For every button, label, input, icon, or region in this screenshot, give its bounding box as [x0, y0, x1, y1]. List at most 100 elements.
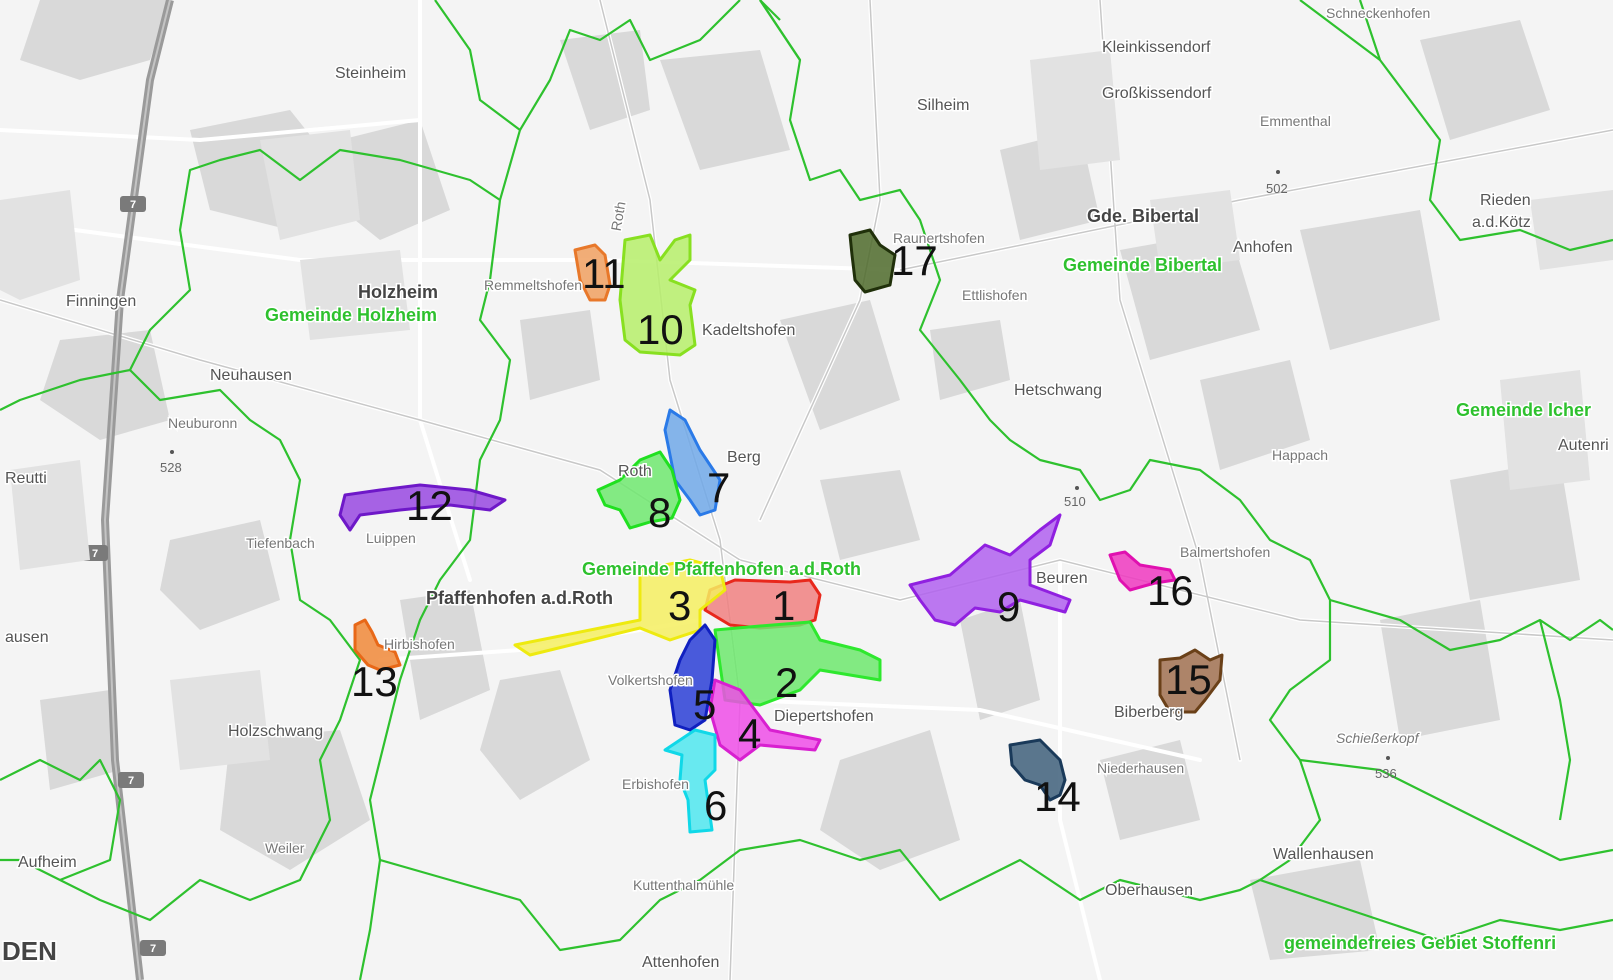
place-label: Attenhofen	[642, 954, 719, 971]
area-12-polygon[interactable]	[338, 483, 507, 532]
area-15-polygon[interactable]	[1158, 648, 1224, 714]
place-label: Rieden	[1480, 192, 1531, 209]
area-number-label: 5	[693, 681, 716, 728]
numbered-areas	[338, 228, 1224, 834]
place-label: Steinheim	[335, 65, 406, 82]
height-marker: 510	[1064, 486, 1086, 509]
place-label: Schneckenhofen	[1326, 5, 1430, 21]
height-marker: 536	[1375, 756, 1397, 781]
place-label: Weiler	[265, 840, 305, 856]
place-label: Schießerkopf	[1336, 730, 1421, 746]
area-number-label: 12	[406, 482, 453, 529]
settlement-areas	[0, 50, 1613, 770]
area-8-polygon[interactable]	[596, 450, 682, 530]
area-11-polygon[interactable]	[573, 243, 612, 302]
forest-areas	[20, 0, 1580, 960]
svg-text:502: 502	[1266, 181, 1288, 196]
height-marker: 502	[1266, 170, 1288, 196]
area-number-label: 7	[707, 464, 730, 511]
area-4-polygon[interactable]	[708, 678, 822, 762]
area-number-label: 14	[1034, 773, 1081, 820]
height-markers: 528 502 510 536	[160, 170, 1397, 781]
area-10-polygon[interactable]	[618, 233, 697, 357]
place-label: Balmertshofen	[1180, 544, 1270, 560]
area-13-polygon[interactable]	[353, 618, 402, 672]
svg-text:528: 528	[160, 460, 182, 475]
place-label: DEN	[2, 936, 57, 966]
place-label: Diepertshofen	[774, 708, 874, 725]
municipality-label: gemeindefreies Gebiet Stoffenri	[1284, 933, 1556, 953]
svg-text:536: 536	[1375, 766, 1397, 781]
place-label: Oberhausen	[1105, 882, 1193, 899]
place-label: Berg	[727, 449, 761, 466]
area-number-label: 8	[648, 489, 671, 536]
svg-text:7: 7	[128, 775, 134, 787]
place-label: Beuren	[1036, 570, 1088, 587]
place-label: Holzheim	[358, 282, 438, 302]
place-label: Ettlishofen	[962, 287, 1027, 303]
area-number-label: 4	[738, 710, 761, 757]
place-label: Raunertshofen	[893, 230, 985, 246]
area-16-polygon[interactable]	[1108, 550, 1177, 592]
place-label: Wallenhausen	[1273, 846, 1374, 863]
area-17-polygon[interactable]	[848, 228, 897, 294]
place-label: Niederhausen	[1097, 760, 1184, 776]
municipality-label: Gemeinde Pfaffenhofen a.d.Roth	[582, 559, 861, 579]
place-label: Pfaffenhofen a.d.Roth	[426, 588, 613, 608]
area-number-label: 6	[704, 782, 727, 829]
area-7-polygon[interactable]	[663, 408, 722, 517]
place-label: ausen	[5, 629, 49, 646]
area-3-polygon[interactable]	[513, 558, 727, 657]
place-label: Gde. Bibertal	[1087, 206, 1199, 226]
svg-text:7: 7	[150, 943, 156, 955]
area-number-label: 9	[997, 583, 1020, 630]
place-label: Neuburonn	[168, 415, 237, 431]
height-marker: 528	[160, 450, 182, 475]
place-label: a.d.Kötz	[1472, 214, 1531, 231]
place-label: Anhofen	[1233, 239, 1293, 256]
area-number-label: 13	[351, 658, 398, 705]
area-number-label: 2	[775, 659, 798, 706]
area-number-label: 17	[891, 237, 938, 284]
place-label: Roth	[618, 463, 652, 480]
place-label: Autenri	[1558, 437, 1609, 454]
place-label: Biberberg	[1114, 704, 1183, 721]
area-6-polygon[interactable]	[663, 728, 717, 834]
place-label: Roth	[608, 200, 629, 232]
place-label: Großkissendorf	[1102, 85, 1212, 102]
svg-text:7: 7	[92, 548, 98, 560]
area-number-labels: 1 2 3 4 5 6 7 8 9 10 11 12 13 14 15 16 1…	[351, 237, 1212, 829]
area-14-polygon[interactable]	[1008, 738, 1067, 802]
place-label: Silheim	[917, 97, 969, 114]
place-label: Emmenthal	[1260, 113, 1331, 129]
place-label: Neuhausen	[210, 367, 292, 384]
area-number-label: 3	[668, 582, 691, 629]
place-label: Finningen	[66, 293, 136, 310]
municipality-label: Gemeinde Bibertal	[1063, 255, 1222, 275]
place-labels: Steinheim Finningen Holzheim Neuhausen N…	[1, 4, 1611, 973]
municipality-label: Gemeinde Holzheim	[265, 305, 437, 325]
area-number-label: 10	[637, 306, 684, 353]
area-number-label: 1	[772, 582, 795, 629]
area-9-polygon[interactable]	[908, 513, 1072, 627]
place-label: Luippen	[366, 530, 416, 546]
svg-text:510: 510	[1064, 494, 1086, 509]
place-label: Reutti	[5, 470, 47, 487]
motorway-shield: 7	[120, 196, 146, 212]
place-label: Tiefenbach	[246, 535, 315, 551]
area-1-polygon[interactable]	[703, 578, 822, 630]
motorway-shield: 7	[118, 772, 144, 788]
area-5-polygon[interactable]	[668, 623, 717, 732]
motorway-shield: 7	[140, 940, 166, 956]
municipality-labels: Gemeinde Holzheim Gemeinde Pfaffenhofen …	[264, 254, 1593, 955]
area-number-label: 11	[582, 250, 626, 297]
place-label: Happach	[1272, 447, 1328, 463]
place-label: Hirbishofen	[384, 636, 455, 652]
place-label: Kuttenthalmühle	[633, 877, 734, 893]
place-label: Aufheim	[18, 854, 77, 871]
place-label: Remmeltshofen	[484, 277, 582, 293]
place-label: Volkertshofen	[608, 672, 693, 688]
svg-text:7: 7	[130, 199, 136, 211]
